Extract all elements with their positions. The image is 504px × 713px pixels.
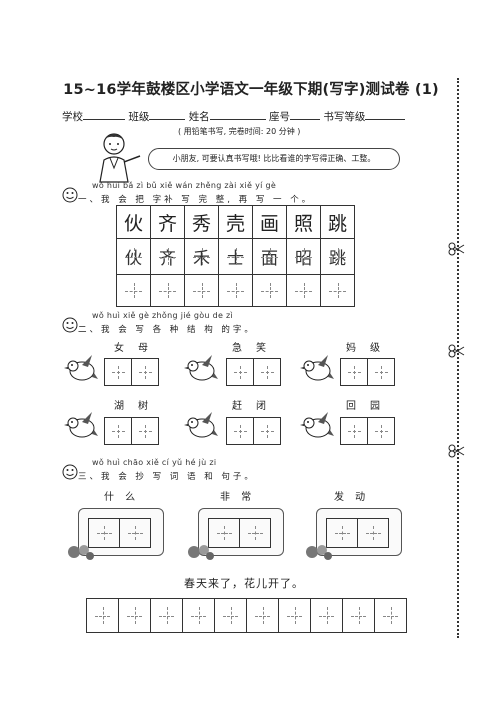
word-label: 发 动 (334, 492, 370, 503)
writing-cell[interactable] (252, 274, 287, 307)
margin-dotted-line (457, 78, 459, 638)
name-field[interactable] (209, 109, 266, 120)
smiley-icon (62, 464, 78, 480)
speech-bubble: 小朋友, 可要认真书写哦! 比比看谁的字写得正确、工整。 (148, 148, 400, 170)
model-char: 画 (252, 205, 287, 239)
bird-icon (300, 412, 334, 438)
partial-char[interactable]: 面 (252, 238, 287, 275)
writing-box[interactable] (104, 358, 159, 386)
bird-icon (184, 355, 218, 381)
writing-cell[interactable] (310, 598, 343, 633)
name-label: 姓名 (188, 111, 210, 123)
school-field[interactable] (83, 109, 125, 120)
sentence-grid (86, 598, 407, 633)
writing-cell[interactable] (342, 598, 375, 633)
writing-box[interactable] (340, 417, 395, 445)
word-label: 妈级 (346, 343, 394, 354)
writing-cell[interactable] (320, 274, 355, 307)
bird-icon (64, 412, 98, 438)
section3-pinyin: wǒ huì chāo xiě cí yǔ hé jù zi (92, 458, 217, 467)
bird-icon (300, 355, 334, 381)
writing-cell[interactable] (116, 274, 151, 307)
page-title: 15~16学年鼓楼区小学语文一年级下期(写字)测试卷 (1) (63, 82, 439, 98)
model-char: 秀 (184, 205, 219, 239)
word-label: 赶闭 (232, 401, 280, 412)
writing-cell[interactable] (214, 598, 247, 633)
writing-cell[interactable] (118, 598, 151, 633)
smiley-icon (62, 187, 78, 203)
partial-char[interactable]: 士 (218, 238, 253, 275)
model-char: 跳 (320, 205, 355, 239)
model-char: 照 (286, 205, 321, 239)
school-label: 学校 (62, 111, 83, 123)
seat-label: 座号 (269, 111, 291, 123)
word-label: 湖树 (114, 401, 162, 412)
copy-sentence: 春天来了，花儿开了。 (184, 577, 304, 590)
bird-icon (184, 412, 218, 438)
model-char: 齐 (150, 205, 185, 239)
flower-icon (68, 545, 94, 560)
section1-title: 一、我 会 把 字补 写 完 整, 再 写 一 个。 (78, 195, 314, 205)
writing-box[interactable] (226, 358, 281, 386)
writing-box[interactable] (88, 518, 151, 548)
class-field[interactable] (149, 109, 186, 120)
writing-cell[interactable] (150, 274, 185, 307)
teacher-illustration (99, 133, 141, 183)
partial-char[interactable]: 跳 (320, 238, 355, 275)
writing-box[interactable] (340, 358, 395, 386)
seat-field[interactable] (290, 109, 321, 120)
section3-title: 三、我 会 抄 写 词 语 和 句子。 (78, 472, 256, 482)
flower-icon (188, 545, 214, 560)
word-label: 女母 (114, 343, 162, 354)
writing-cell[interactable] (86, 598, 119, 633)
writing-cell[interactable] (150, 598, 183, 633)
writing-cell[interactable] (184, 274, 219, 307)
bird-icon (64, 355, 98, 381)
grade-label: 书写等级 (323, 111, 366, 123)
partial-char[interactable]: 禾 (184, 238, 219, 275)
flower-icon (306, 545, 332, 560)
model-char: 伙 (116, 205, 151, 239)
word-label: 回园 (346, 401, 394, 412)
model-char: 壳 (218, 205, 253, 239)
grade-field[interactable] (365, 109, 406, 120)
section2-title: 二、我 会 写 各 种 结 构 的字。 (78, 325, 256, 335)
class-label: 班级 (128, 111, 150, 123)
word-label: 急笑 (232, 343, 280, 354)
writing-box[interactable] (104, 417, 159, 445)
writing-cell[interactable] (286, 274, 321, 307)
partial-char[interactable]: 齐 (150, 238, 185, 275)
writing-box[interactable] (208, 518, 271, 548)
writing-box[interactable] (326, 518, 389, 548)
writing-cell[interactable] (374, 598, 407, 633)
writing-box[interactable] (226, 417, 281, 445)
time-note: ( 用铅笔书写, 完卷时间: 20 分钟 ) (178, 127, 301, 136)
section1-grid: 伙 齐 秀 壳 画 照 跳 伙 齐 禾 士 面 昭 跳 (116, 205, 355, 307)
word-label: 什 么 (104, 492, 140, 503)
writing-cell[interactable] (182, 598, 215, 633)
word-label: 非 常 (220, 492, 256, 503)
writing-cell[interactable] (218, 274, 253, 307)
section1-pinyin: wǒ huì bǎ zì bǔ xiě wán zhěng zài xiě yí… (92, 181, 277, 190)
section2-pinyin: wǒ huì xiě gè zhǒng jié gòu de zì (92, 311, 234, 320)
writing-cell[interactable] (278, 598, 311, 633)
smiley-icon (62, 317, 78, 333)
scissors-icon (448, 444, 465, 458)
partial-char[interactable]: 伙 (116, 238, 151, 275)
scissors-icon (448, 344, 465, 358)
student-info-row: 学校 班级 姓名 座号 书写等级 (62, 109, 406, 124)
scissors-icon (448, 242, 465, 256)
partial-char[interactable]: 昭 (286, 238, 321, 275)
writing-cell[interactable] (246, 598, 279, 633)
